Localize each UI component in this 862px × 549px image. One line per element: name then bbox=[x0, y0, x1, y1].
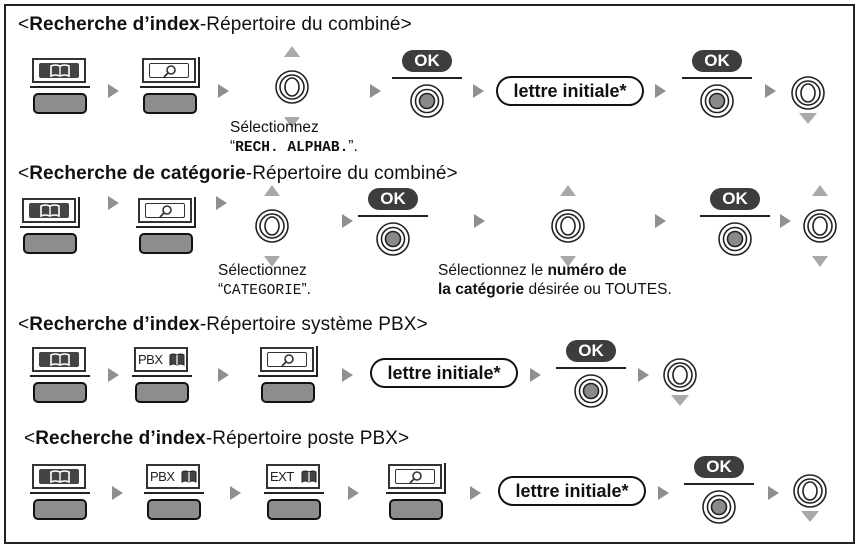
step-arrow-icon bbox=[768, 486, 779, 500]
ok-label: OK bbox=[402, 50, 452, 72]
step-arrow-icon bbox=[112, 486, 123, 500]
pbx-phonebook-softkey[interactable]: PBX bbox=[132, 346, 192, 408]
step-arrow-icon bbox=[230, 486, 241, 500]
step-arrow-icon bbox=[342, 214, 353, 228]
step-arrow-icon bbox=[218, 84, 229, 98]
pbx-phonebook-softkey[interactable]: PBX bbox=[144, 463, 204, 525]
navigator-key-icon[interactable] bbox=[790, 68, 826, 129]
ok-button[interactable]: OK bbox=[392, 50, 462, 120]
step-arrow-icon bbox=[216, 196, 227, 210]
softkey-button[interactable] bbox=[33, 499, 87, 520]
navigator-key-icon[interactable] bbox=[254, 185, 290, 272]
step-arrow-icon bbox=[530, 368, 541, 382]
softkey-button[interactable] bbox=[261, 382, 315, 403]
book-icon bbox=[181, 470, 197, 483]
ok-button[interactable]: OK bbox=[556, 340, 626, 410]
section-2-heading: <Recherche de catégorie-Répertoire du co… bbox=[18, 163, 458, 184]
phonebook-softkey[interactable] bbox=[20, 197, 80, 259]
phonebook-softkey[interactable] bbox=[30, 57, 90, 119]
pbx-label: PBX bbox=[138, 352, 163, 367]
softkey-button[interactable] bbox=[23, 233, 77, 254]
step-arrow-icon bbox=[218, 368, 229, 382]
search-softkey[interactable] bbox=[258, 346, 318, 408]
ok-button[interactable]: OK bbox=[684, 456, 754, 526]
ok-label: OK bbox=[566, 340, 616, 362]
step-arrow-icon bbox=[474, 214, 485, 228]
search-softkey[interactable] bbox=[136, 197, 196, 259]
extension-phonebook-softkey[interactable]: EXT bbox=[264, 463, 324, 525]
step-arrow-icon bbox=[108, 368, 119, 382]
navigator-key-icon[interactable] bbox=[550, 185, 586, 272]
section-1-heading-bold: Recherche d’index bbox=[29, 14, 200, 35]
step-arrow-icon bbox=[765, 84, 776, 98]
ok-button[interactable]: OK bbox=[700, 188, 770, 258]
step-arrow-icon bbox=[655, 84, 666, 98]
section-4-heading: <Recherche d’index-Répertoire poste PBX> bbox=[24, 428, 410, 449]
step-arrow-icon bbox=[342, 368, 353, 382]
phonebook-softkey[interactable] bbox=[30, 463, 90, 525]
step-arrow-icon bbox=[470, 486, 481, 500]
search-softkey[interactable] bbox=[386, 463, 446, 525]
navigator-key-icon[interactable] bbox=[802, 185, 838, 272]
ok-label: OK bbox=[710, 188, 760, 210]
phonebook-softkey[interactable] bbox=[30, 346, 90, 408]
softkey-button[interactable] bbox=[143, 93, 197, 114]
search-softkey[interactable] bbox=[140, 57, 200, 119]
step-arrow-icon bbox=[473, 84, 484, 98]
softkey-button[interactable] bbox=[135, 382, 189, 403]
step-arrow-icon bbox=[348, 486, 359, 500]
softkey-button[interactable] bbox=[147, 499, 201, 520]
magnifier-icon bbox=[149, 63, 189, 78]
note-select-category: Sélectionnez “CATEGORIE”. bbox=[218, 262, 311, 299]
softkey-button[interactable] bbox=[389, 499, 443, 520]
note-select-category-number: Sélectionnez le numéro de la catégorie d… bbox=[438, 262, 672, 298]
step-arrow-icon bbox=[108, 84, 119, 98]
softkey-button[interactable] bbox=[33, 93, 87, 114]
ok-button[interactable]: OK bbox=[358, 188, 428, 258]
ok-label: OK bbox=[694, 456, 744, 478]
initial-letter-input[interactable]: lettre initiale* bbox=[496, 76, 644, 106]
book-icon bbox=[29, 203, 69, 218]
step-arrow-icon bbox=[658, 486, 669, 500]
softkey-button[interactable] bbox=[139, 233, 193, 254]
magnifier-icon bbox=[395, 469, 435, 484]
step-arrow-icon bbox=[108, 196, 119, 210]
step-arrow-icon bbox=[638, 368, 649, 382]
step-arrow-icon bbox=[370, 84, 381, 98]
ok-label: OK bbox=[692, 50, 742, 72]
step-arrow-icon bbox=[655, 214, 666, 228]
step-arrow-icon bbox=[780, 214, 791, 228]
pbx-label: PBX bbox=[150, 469, 175, 484]
softkey-button[interactable] bbox=[33, 382, 87, 403]
navigator-key-icon[interactable] bbox=[274, 46, 310, 133]
ok-label: OK bbox=[368, 188, 418, 210]
navigator-key-icon[interactable] bbox=[792, 466, 828, 527]
section-1-heading-rest: -Répertoire du combiné> bbox=[199, 14, 412, 35]
initial-letter-input[interactable]: lettre initiale* bbox=[498, 476, 646, 506]
navigator-key-icon[interactable] bbox=[662, 350, 698, 411]
magnifier-icon bbox=[145, 203, 185, 218]
initial-letter-input[interactable]: lettre initiale* bbox=[370, 358, 518, 388]
section-3-heading: <Recherche d’index-Répertoire système PB… bbox=[18, 314, 428, 335]
magnifier-icon bbox=[267, 352, 307, 367]
softkey-button[interactable] bbox=[267, 499, 321, 520]
ok-button[interactable]: OK bbox=[682, 50, 752, 120]
ext-label: EXT bbox=[270, 469, 294, 484]
book-icon bbox=[169, 353, 185, 366]
book-icon bbox=[39, 469, 79, 484]
book-icon bbox=[39, 63, 79, 78]
section-1-heading: <Recherche d’index-Répertoire du combiné… bbox=[18, 14, 412, 35]
note-select-alphabetic: Sélectionnez “RECH. ALPHAB.”. bbox=[230, 119, 358, 156]
book-icon bbox=[301, 470, 317, 483]
book-icon bbox=[39, 352, 79, 367]
